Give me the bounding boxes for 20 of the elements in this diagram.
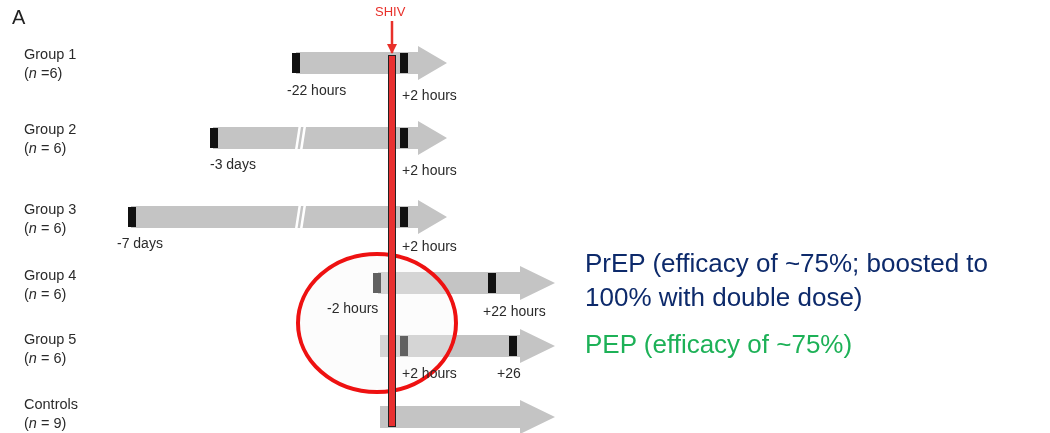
group-label: Group 1 (n =6)	[24, 45, 78, 83]
arrow	[387, 21, 397, 54]
time-label: -3 days	[210, 156, 256, 173]
group-label: Group 5 (n = 6)	[24, 330, 78, 368]
time-label: +26	[497, 365, 521, 382]
note-text: PEP (efficacy of ~75%)	[585, 328, 853, 361]
group-label: Controls (n = 9)	[24, 395, 79, 433]
time-label: -2 hours	[327, 300, 379, 317]
time-label: +2 hours	[402, 162, 457, 179]
time-label: -22 hours	[287, 82, 347, 99]
time-label: +2 hours	[402, 238, 457, 255]
time-label: +22 hours	[483, 303, 546, 320]
note-text: PrEP (efficacy of ~75%; boosted to 100% with double dose)	[585, 247, 989, 314]
time-label: +2 hours	[402, 87, 457, 104]
panel-letter: A	[12, 6, 26, 28]
time-label: -7 days	[117, 235, 163, 252]
group-label: Group 3 (n = 6)	[24, 200, 78, 238]
group-label: Group 2 (n = 6)	[24, 120, 78, 158]
event-label: SHIV	[375, 3, 406, 20]
group-label: Group 4 (n = 6)	[24, 266, 78, 304]
